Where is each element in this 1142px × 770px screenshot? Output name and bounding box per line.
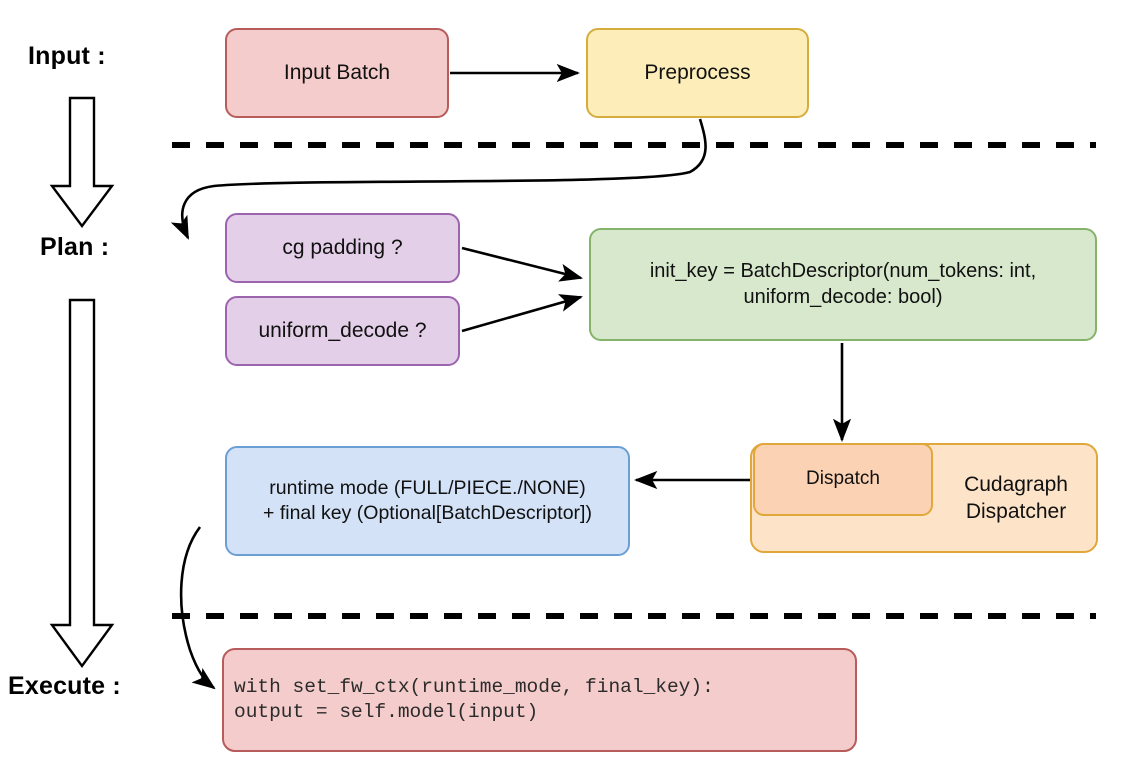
node-uniform-decode[interactable]: uniform_decode ? (225, 296, 460, 366)
node-cg-padding[interactable]: cg padding ? (225, 213, 460, 283)
node-runtime-mode[interactable]: runtime mode (FULL/PIECE./NONE) + final … (225, 446, 630, 556)
node-cg-padding-label: cg padding ? (282, 235, 403, 259)
node-preprocess-label: Preprocess (644, 60, 751, 84)
node-input-batch[interactable]: Input Batch (225, 28, 449, 118)
node-dispatch-label: Dispatch (806, 468, 880, 490)
edge-uniform-decode-to-init-key (461, 294, 583, 333)
stage-label-execute: Execute : (8, 672, 121, 700)
stage-label-input: Input : (28, 42, 106, 70)
node-init-key-label: init_key = BatchDescriptor(num_tokens: i… (649, 259, 1037, 308)
node-code-block[interactable]: with set_fw_ctx(runtime_mode, final_key)… (222, 648, 857, 752)
node-preprocess[interactable]: Preprocess (586, 28, 809, 118)
edge-runtime-mode-to-code-block (179, 526, 216, 690)
node-cudagraph-dispatcher-label: Cudagraph Dispatcher (964, 472, 1068, 523)
node-init-key[interactable]: init_key = BatchDescriptor(num_tokens: i… (589, 228, 1097, 341)
node-uniform-decode-label: uniform_decode ? (258, 318, 427, 342)
node-runtime-mode-label: runtime mode (FULL/PIECE./NONE) + final … (263, 477, 592, 524)
node-code-block-label: with set_fw_ctx(runtime_mode, final_key)… (234, 676, 714, 723)
plan-to-execute-block-arrow (49, 298, 115, 669)
stage-label-plan: Plan : (40, 233, 110, 261)
input-to-plan-block-arrow (49, 96, 115, 228)
edge-cg-padding-to-init-key (461, 246, 584, 282)
node-input-batch-label: Input Batch (283, 60, 391, 84)
node-dispatch[interactable]: Dispatch (753, 443, 933, 516)
